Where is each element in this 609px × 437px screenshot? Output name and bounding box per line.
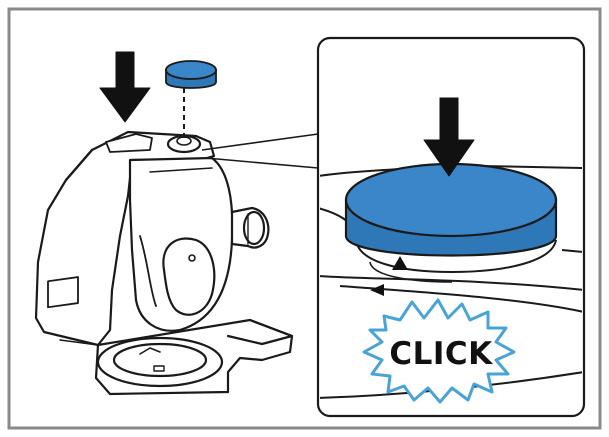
housing-window (163, 238, 214, 314)
tower-panel (48, 277, 78, 307)
click-label: CLICK (389, 336, 493, 372)
cap-large (346, 164, 556, 256)
detail-panel: CLICK (318, 38, 584, 416)
cap-small (166, 61, 216, 88)
